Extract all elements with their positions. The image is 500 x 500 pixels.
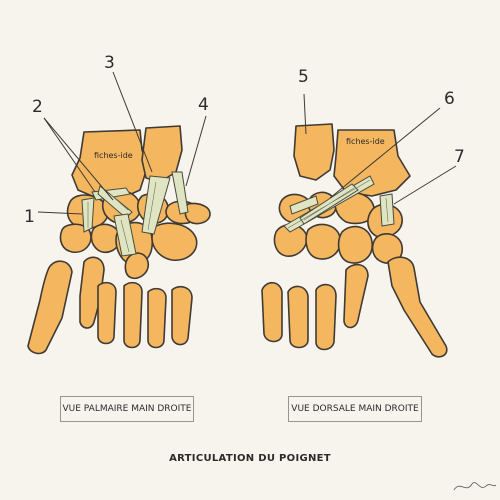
metacarpal-d2 — [287, 285, 309, 349]
metacarpal-d1 — [261, 281, 283, 343]
carpal-trapezium — [59, 223, 92, 254]
leader-7 — [393, 165, 457, 205]
leader-2a — [43, 117, 96, 193]
leader-6 — [329, 107, 441, 199]
caption-dorsal-view: VUE DORSALE MAIN DROITE — [288, 396, 422, 422]
metacarpal-d4 — [343, 263, 369, 329]
metacarpal-5 — [147, 287, 167, 349]
ligament-5 — [289, 195, 319, 215]
caption-palmar-view: VUE PALMAIRE MAIN DROITE — [60, 396, 194, 422]
ligament-4 — [171, 171, 189, 215]
metacarpal-2 — [79, 256, 105, 329]
bone-label-left: fiches-ide — [94, 151, 133, 160]
marker-6: 6 — [444, 89, 455, 109]
metacarpal-extra — [124, 252, 150, 280]
carpal-trapezoid — [90, 223, 121, 254]
ulna-bone-dorsal — [293, 123, 335, 181]
marker-1: 1 — [24, 207, 35, 227]
marker-7: 7 — [454, 147, 465, 167]
dorsal-view: 5 6 7 fiches-ide — [261, 67, 465, 358]
marker-5: 5 — [298, 67, 309, 87]
signature-mark — [453, 482, 497, 491]
metacarpal-d3 — [315, 283, 337, 351]
leader-4 — [185, 115, 207, 187]
marker-4: 4 — [198, 95, 209, 115]
metacarpal-4 — [123, 281, 143, 349]
palmar-view: 1 2 3 4 fiches-ide — [24, 53, 211, 355]
diagram-title: ARTICULATION DU POIGNET — [169, 453, 331, 464]
metacarpal-6 — [171, 285, 193, 346]
ulna-bone — [141, 125, 183, 183]
carpal-hamate — [151, 222, 198, 262]
leader-1 — [37, 211, 83, 215]
carpal-d7 — [337, 225, 373, 264]
carpal-hamate-small — [184, 202, 211, 225]
bone-label-right: fiches-ide — [346, 137, 385, 146]
marker-3: 3 — [104, 53, 115, 73]
metacarpal-3 — [97, 281, 117, 345]
metacarpal-1 — [27, 260, 73, 355]
ligament-3a — [141, 175, 171, 235]
leader-2b — [43, 117, 114, 201]
leader-3 — [112, 71, 153, 173]
leader-5 — [303, 93, 307, 135]
marker-2: 2 — [32, 97, 43, 117]
metacarpal-d5 — [387, 256, 448, 358]
carpal-d6 — [305, 223, 341, 260]
